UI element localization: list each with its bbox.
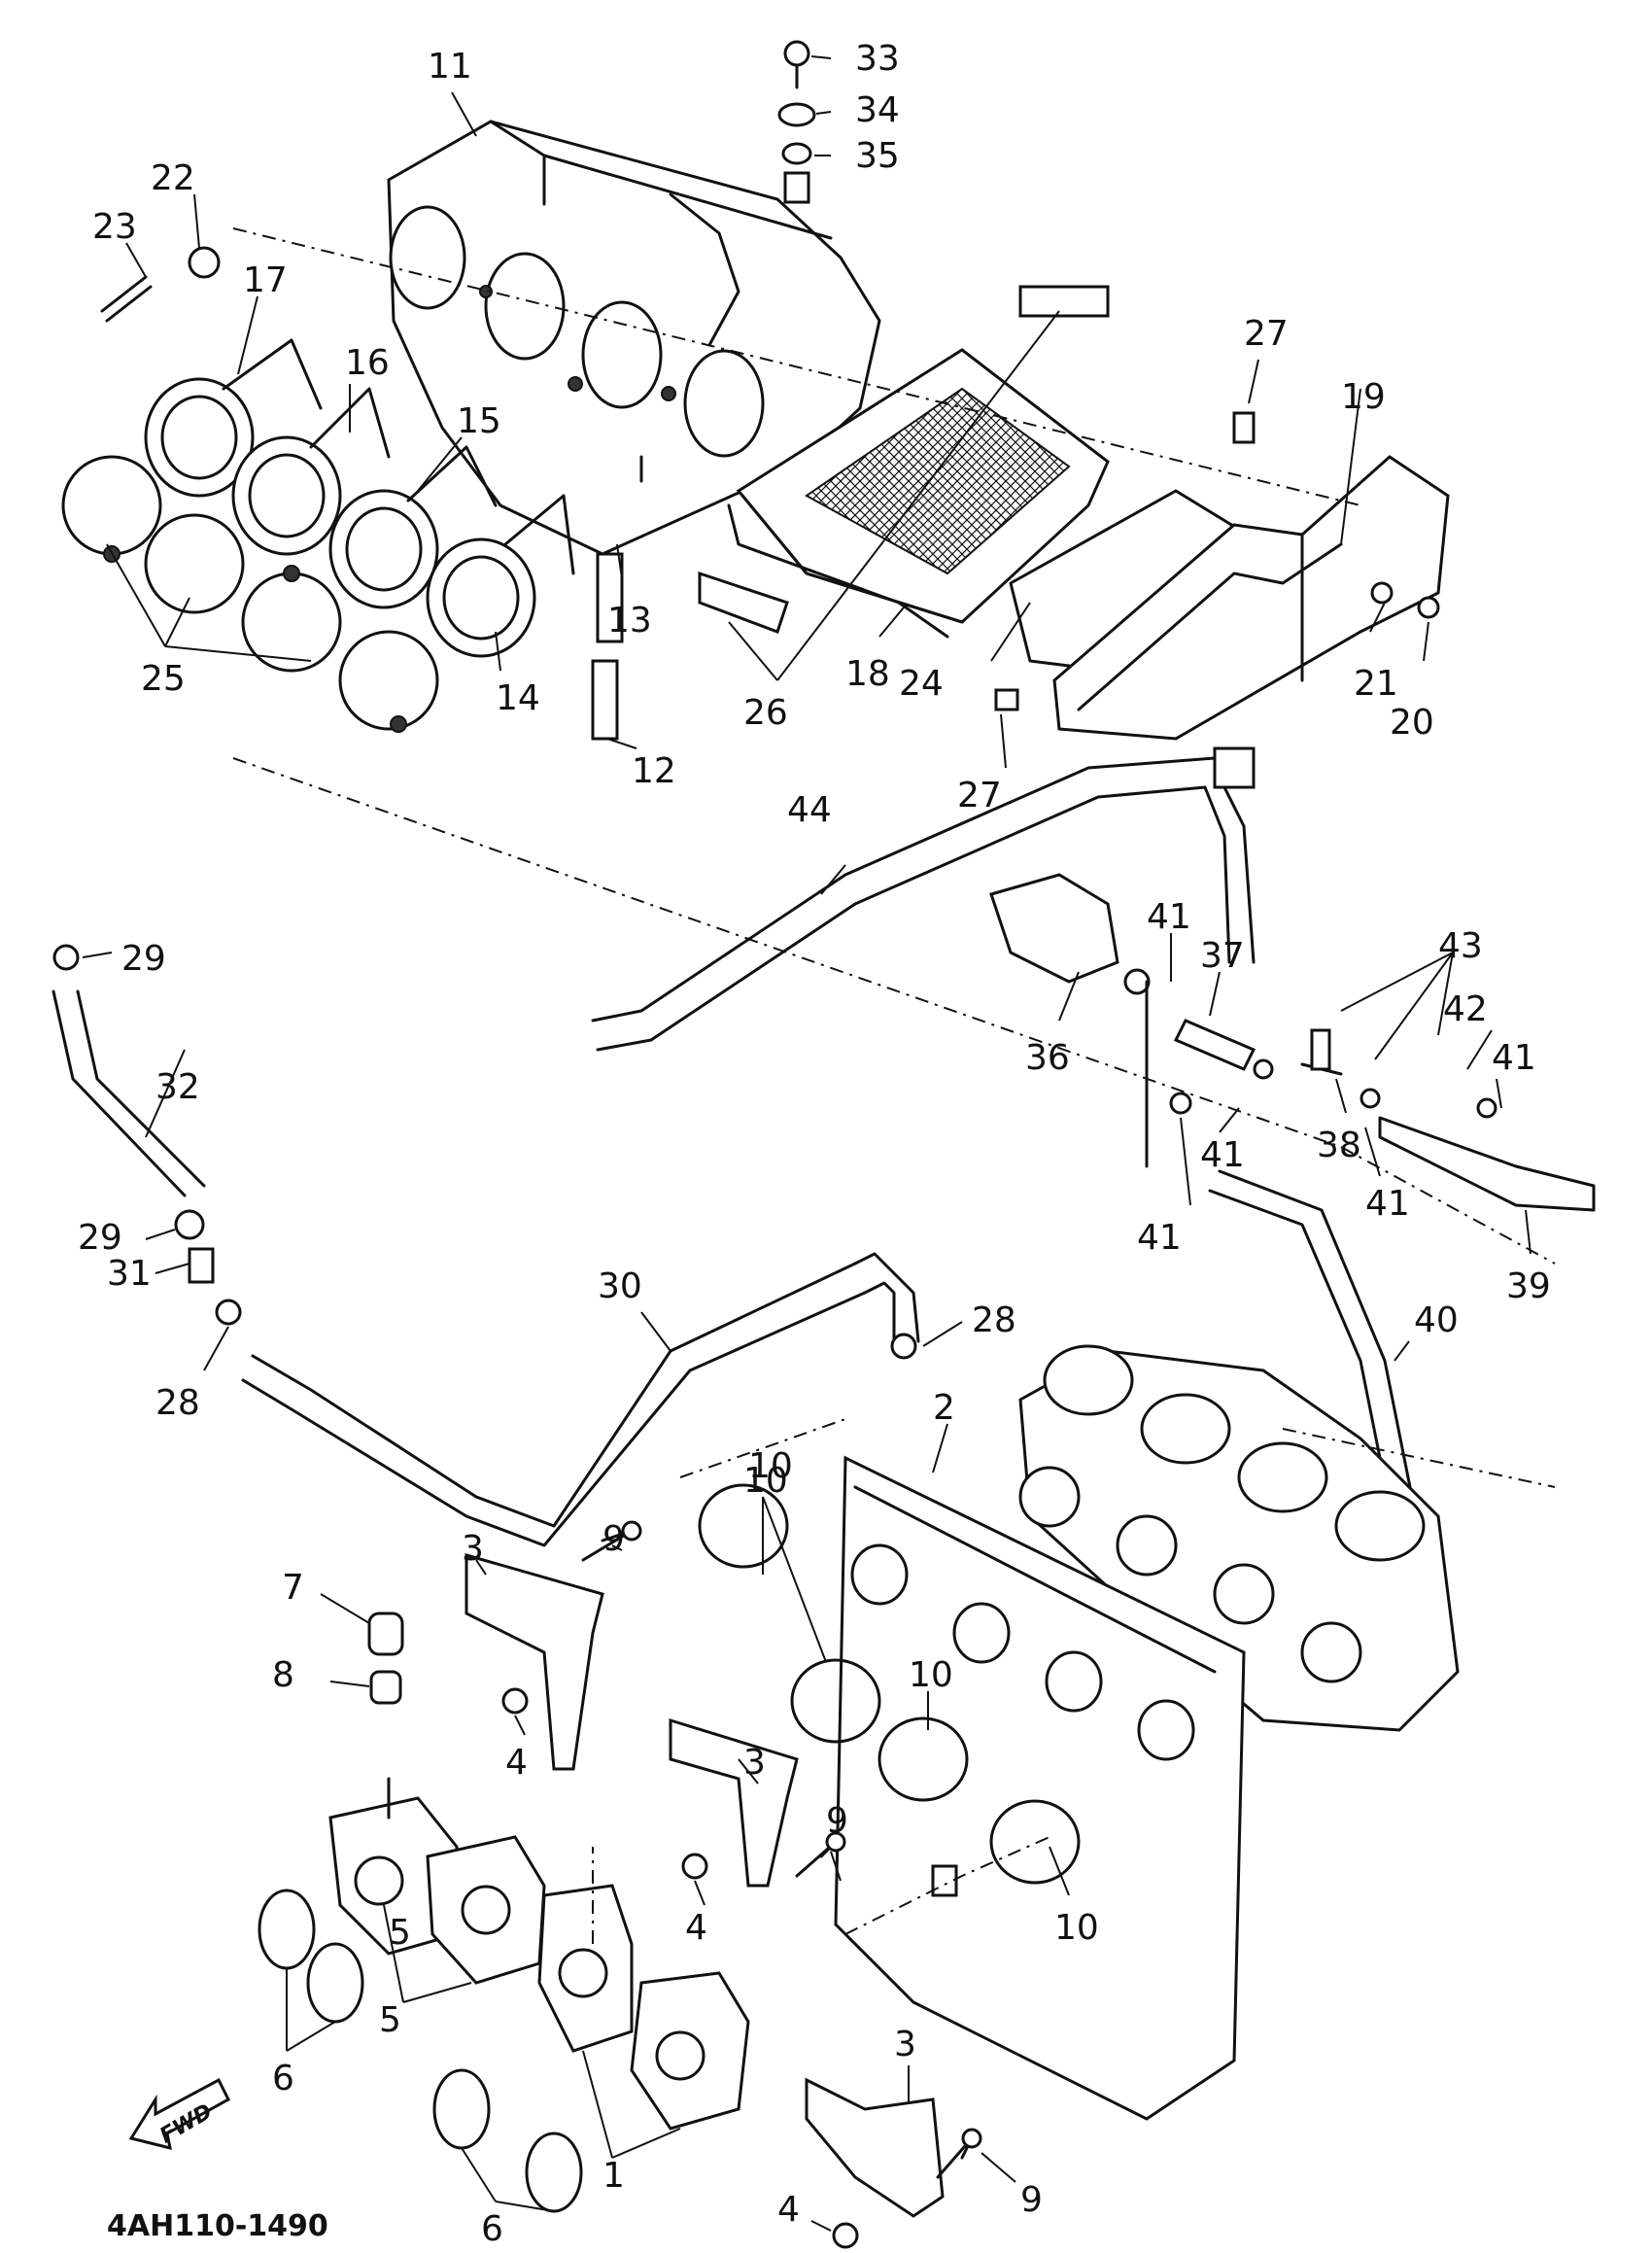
callout-29b: 29 [78,1218,122,1258]
callout-10d: 10 [748,1446,793,1486]
callout-2: 2 [933,1388,955,1428]
callout-28a: 28 [155,1383,200,1423]
callout-5a: 5 [379,2000,401,2040]
callout-37: 37 [1200,936,1245,976]
callout-9c: 9 [1020,2180,1043,2220]
callout-34: 34 [855,90,900,130]
callout-7: 7 [282,1568,304,1608]
diagram-code: 4AH110-1490 [107,2209,328,2243]
callout-43: 43 [1438,926,1483,966]
forward-arrow-icon: FWD [128,2077,230,2151]
carburetor-assembly [1018,1344,1460,1732]
callout-41c: 41 [1200,1135,1245,1175]
callout-21: 21 [1354,664,1398,704]
callout-15: 15 [457,401,501,441]
callout-16: 16 [345,343,390,383]
callout-10c: 10 [1054,1908,1099,1948]
callout-44: 44 [787,790,832,830]
callout-31: 31 [107,1254,152,1294]
air-cleaner-case [387,120,881,556]
callout-29a: 29 [121,939,166,979]
callout-4b: 4 [685,1908,707,1948]
callout-4a: 4 [505,1743,528,1783]
callout-10a: 10 [743,1461,788,1501]
callout-30: 30 [598,1266,642,1306]
callout-1: 1 [602,2156,625,2196]
callout-24: 24 [899,664,944,704]
callout-36: 36 [1025,1038,1070,1078]
carburetor-joints [144,338,575,658]
callout-38: 38 [1317,1126,1361,1165]
callout-4c: 4 [777,2190,800,2230]
callout-6b: 6 [481,2209,503,2249]
callout-5b: 5 [389,1913,411,1953]
callout-39: 39 [1506,1266,1551,1306]
callout-3b: 3 [743,1743,766,1783]
intake-duct [1052,455,1450,741]
callout-41e: 41 [1137,1218,1182,1258]
callout-41b: 41 [1492,1038,1536,1078]
callout-11: 11 [428,47,472,87]
callout-14: 14 [496,678,540,718]
callout-3a: 3 [462,1529,484,1569]
callout-32: 32 [155,1067,200,1107]
callout-9a: 9 [602,1519,625,1559]
clamping-bands [61,455,439,733]
callout-26: 26 [743,693,788,733]
callout-10b: 10 [909,1655,953,1695]
leader-lines [82,55,1532,2232]
callout-27a: 27 [1244,314,1289,354]
callout-41d: 41 [1365,1184,1410,1224]
callout-13: 13 [607,601,652,641]
callout-33: 33 [855,39,900,79]
brackets [465,1553,945,2218]
fasteners-top [100,40,1440,741]
intake-joints [328,1777,750,2131]
callout-9b: 9 [826,1801,848,1841]
callout-18: 18 [845,654,890,694]
callout-42: 42 [1443,989,1488,1029]
callout-35: 35 [855,136,900,176]
callout-41a: 41 [1147,897,1191,937]
air-filter-element [727,348,1110,639]
breather-hose [591,746,1256,1052]
callout-19: 19 [1341,377,1386,417]
callout-28b: 28 [972,1300,1016,1340]
air-cut-valve [989,873,1151,995]
callout-22: 22 [151,158,195,198]
callout-6a: 6 [272,2059,294,2098]
callout-12: 12 [632,751,676,791]
callout-23: 23 [92,207,137,247]
callout-25: 25 [141,659,186,699]
caps [367,1612,404,1705]
callout-27b: 27 [957,776,1002,815]
callout-labels: 33 34 35 11 22 23 17 16 15 14 25 13 12 2… [78,39,1551,2249]
vacuum-hoses [1145,980,1596,1508]
callout-3c: 3 [894,2025,916,2064]
callout-17: 17 [243,260,288,300]
clamps [698,1483,1081,1885]
callout-40: 40 [1414,1300,1459,1340]
callout-8: 8 [272,1655,294,1695]
insulator-plate [834,1455,1246,2121]
screws [501,1520,982,2249]
callout-20: 20 [1390,703,1434,743]
